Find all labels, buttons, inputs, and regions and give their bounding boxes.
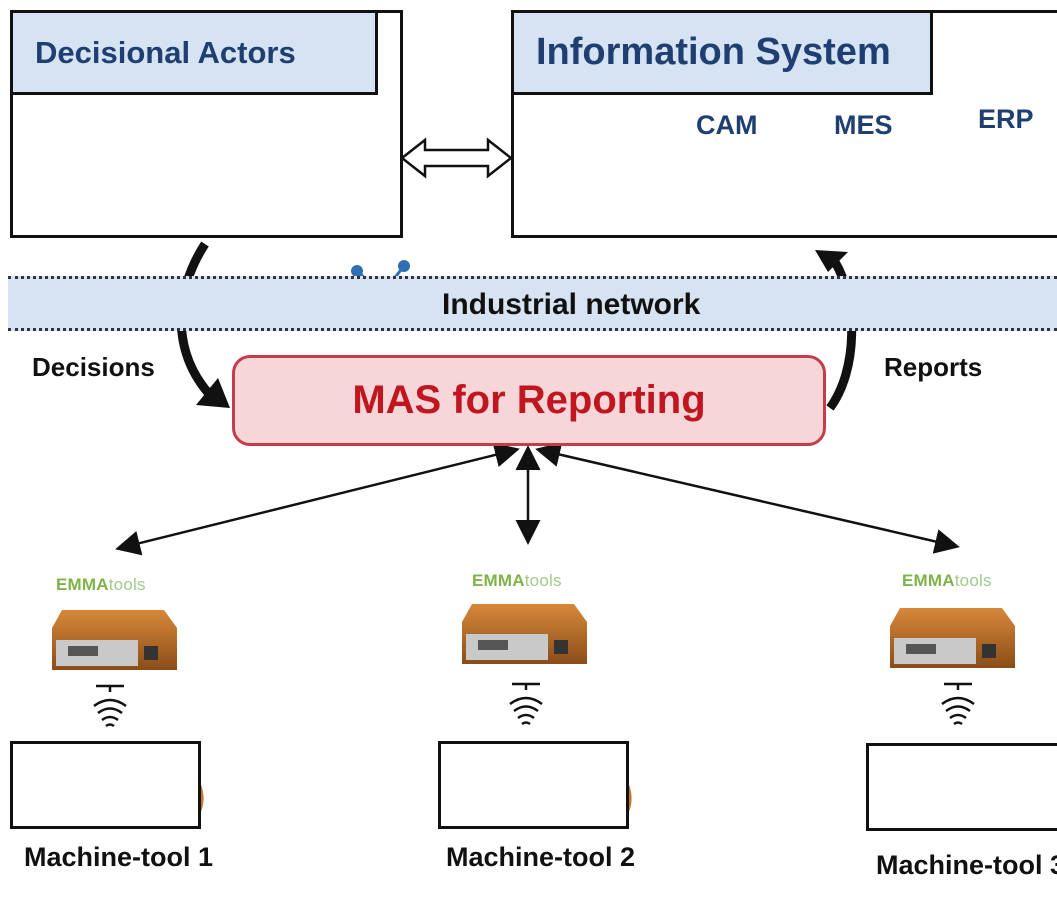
reports-label: Reports xyxy=(884,352,983,382)
controller-device-icon-1 xyxy=(52,610,177,670)
information-system-title: Information System xyxy=(511,10,933,95)
decisions-label: Decisions xyxy=(32,352,155,382)
machine-tool-label-3: Machine-tool 3 xyxy=(876,850,1057,880)
wireless-icon-3 xyxy=(941,682,975,726)
industrial-network-band xyxy=(8,276,1057,331)
emma-logo-suffix: tools xyxy=(108,575,146,594)
emma-logo-suffix: tools xyxy=(524,571,562,590)
decisional-actors-title-text: Decisional Actors xyxy=(35,34,296,70)
erp-label: ERP xyxy=(978,104,1034,134)
wireless-icon-1 xyxy=(93,684,127,728)
emma-logo-3: EMMAtools xyxy=(902,571,992,591)
information-system-box: Information System xyxy=(511,10,1057,238)
emma-logo-suffix: tools xyxy=(954,571,992,590)
bidirectional-arrow xyxy=(399,137,514,179)
mas-to-device3-arrow xyxy=(535,442,960,554)
mas-reporting-label: MAS for Reporting xyxy=(352,378,706,422)
mas-to-device1-arrow xyxy=(115,442,520,556)
machine-tool-label-1: Machine-tool 1 xyxy=(24,842,214,872)
controller-device-icon-2 xyxy=(462,604,587,664)
cam-label: CAM xyxy=(696,110,758,140)
emma-logo-main: EMMA xyxy=(902,571,955,590)
wireless-icon-2 xyxy=(509,682,543,726)
emma-logo-2: EMMAtools xyxy=(472,571,562,591)
emma-logo-1: EMMAtools xyxy=(56,575,146,595)
machine-tool-box-3 xyxy=(866,743,1057,831)
decisional-actors-title: Decisional Actors xyxy=(10,10,378,95)
mas-reporting-box: MAS for Reporting xyxy=(232,355,826,446)
controller-device-icon-3 xyxy=(890,608,1015,668)
machine-tool-box-2 xyxy=(438,741,629,829)
machine-tool-label-2: Machine-tool 2 xyxy=(446,842,636,872)
industrial-network-label: Industrial network xyxy=(442,288,701,321)
decisional-actors-box: Decisional Actors xyxy=(10,10,403,238)
machine-tool-box-1 xyxy=(10,741,201,829)
emma-logo-main: EMMA xyxy=(56,575,109,594)
emma-logo-main: EMMA xyxy=(472,571,525,590)
information-system-title-text: Information System xyxy=(536,31,891,73)
mes-label: MES xyxy=(834,110,893,140)
